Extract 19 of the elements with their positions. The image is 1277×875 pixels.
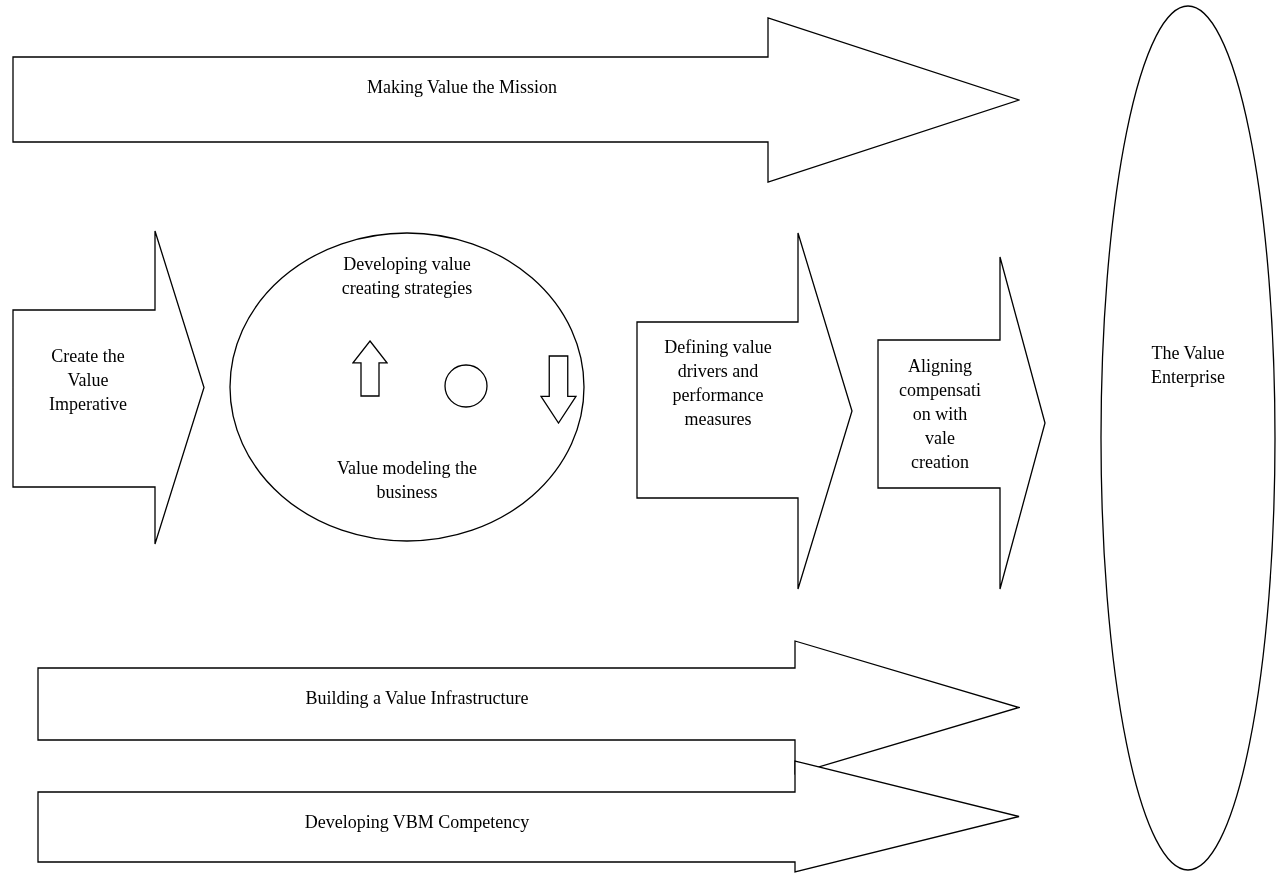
- node-label: Developing value creating strategies: [340, 253, 474, 300]
- node-label: Create the Value Imperative: [48, 345, 128, 416]
- node-label: Developing VBM Competency: [304, 811, 530, 834]
- ellipse-node: [229, 232, 585, 542]
- node-label: Building a Value Infrastructure: [305, 687, 529, 710]
- block-arrow: [540, 355, 577, 424]
- pointed-banner: [877, 256, 1046, 590]
- node-label: Aligning compensation with vale creation: [899, 355, 981, 474]
- pointed-banner: [37, 760, 1020, 873]
- circle-node: [444, 364, 488, 408]
- ellipse-node: [1100, 5, 1276, 871]
- node-label: Value modeling the business: [336, 457, 478, 504]
- node-label: Making Value the Mission: [366, 76, 558, 99]
- block-arrow: [352, 340, 388, 397]
- node-label: Defining value drivers and performance measures: [663, 336, 773, 431]
- pointed-banner: [12, 230, 205, 545]
- pointed-banner: [12, 17, 1020, 183]
- pointed-banner: [636, 232, 853, 590]
- node-label: The Value Enterprise: [1150, 342, 1226, 389]
